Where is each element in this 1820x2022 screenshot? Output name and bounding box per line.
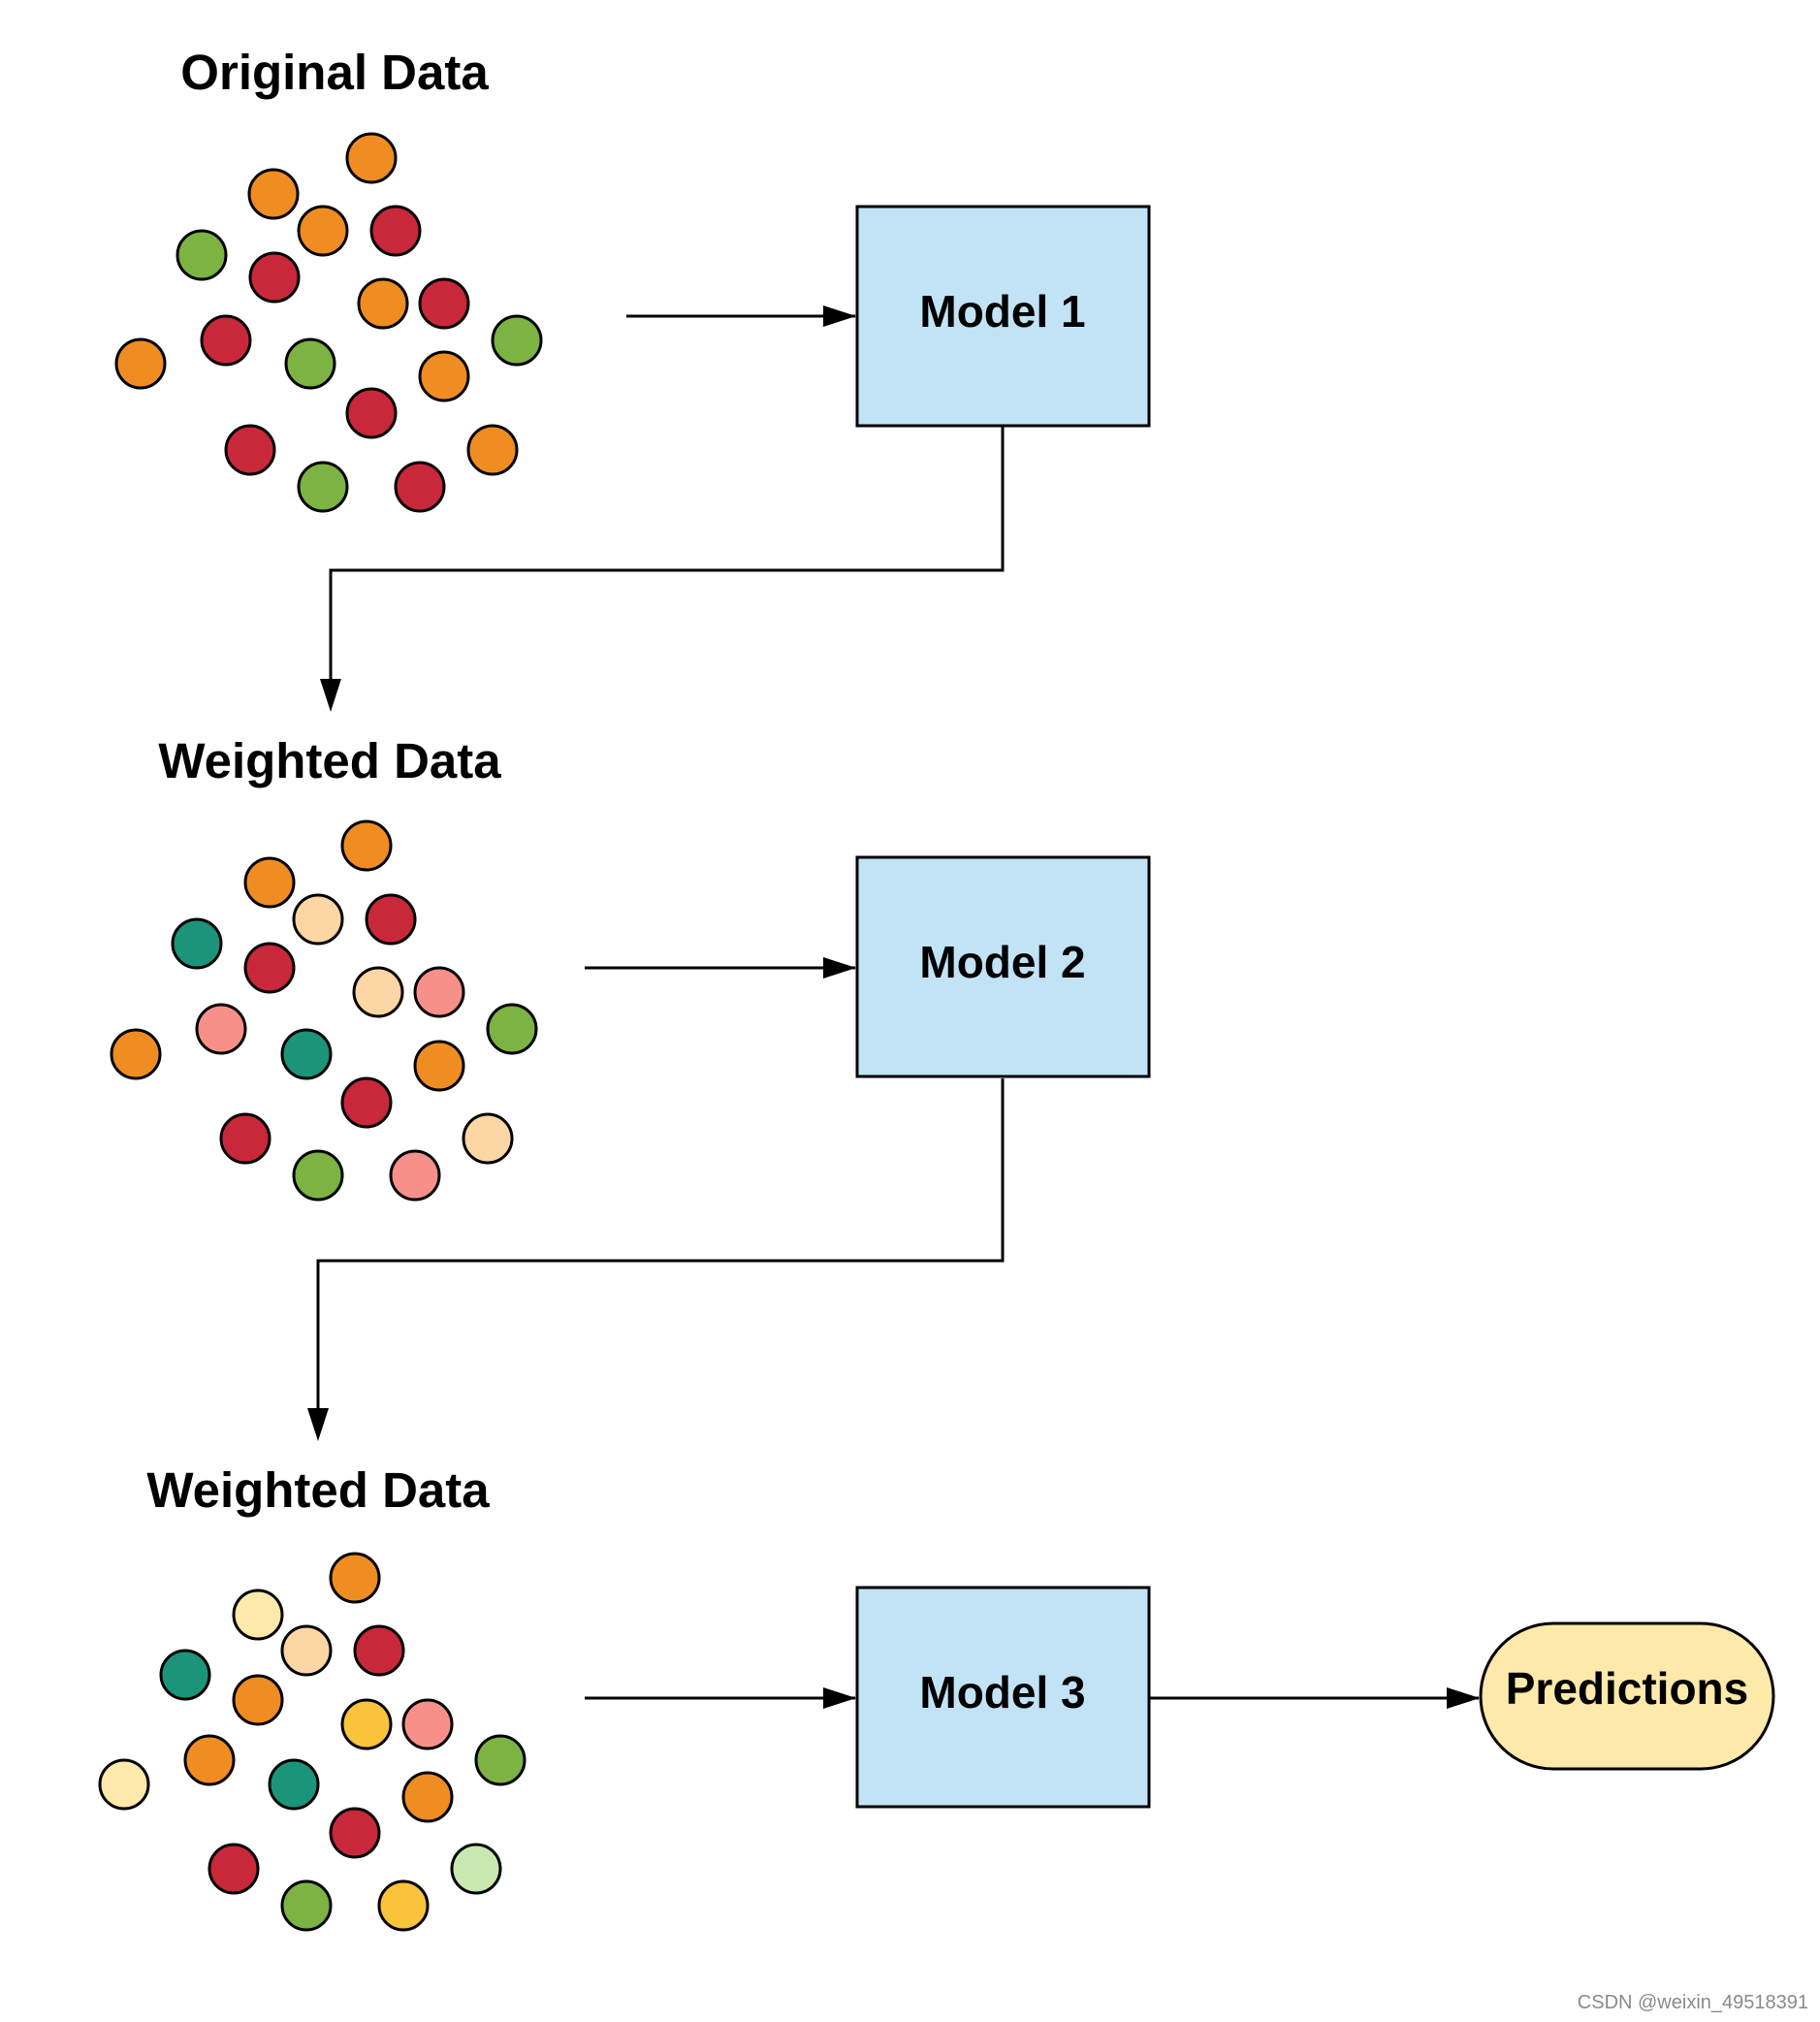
- data-point-teal: [280, 1028, 333, 1080]
- data-point-red: [208, 1843, 260, 1895]
- dot-cluster-weighted-2: [98, 1552, 527, 1932]
- data-point-teal: [268, 1758, 320, 1811]
- data-point-cream: [232, 1589, 284, 1641]
- data-point-red: [200, 314, 252, 367]
- data-point-red: [243, 942, 296, 994]
- data-point-peach: [280, 1624, 333, 1677]
- data-point-orange: [345, 132, 398, 184]
- data-point-green: [280, 1879, 333, 1932]
- data-point-salmon: [413, 966, 465, 1018]
- connector-model-2-to-weighted-data: [316, 1078, 1005, 1414]
- model-1-box: [855, 205, 1151, 428]
- dot-cluster-weighted-1: [110, 819, 538, 1202]
- data-point-red: [248, 251, 301, 304]
- data-point-peach: [462, 1112, 514, 1165]
- data-point-red: [365, 893, 417, 946]
- section-title-weighted-1: Weighted Data: [158, 733, 501, 788]
- watermark-text: CSDN @weixin_49518391: [1577, 1992, 1808, 2013]
- data-point-lightgreen: [450, 1843, 502, 1895]
- data-point-teal: [159, 1649, 211, 1701]
- data-point-salmon: [195, 1003, 247, 1055]
- connector-model-1-to-weighted-data: [329, 426, 1005, 685]
- data-point-peach: [352, 966, 404, 1018]
- arrowhead-down-1: [320, 679, 341, 712]
- predictions-box: [1479, 1621, 1775, 1771]
- model-2-label: Model 2: [919, 937, 1085, 987]
- data-point-red: [224, 424, 276, 476]
- arrowhead-down-2: [307, 1408, 329, 1441]
- data-point-orange: [114, 337, 167, 390]
- data-point-orange: [297, 205, 349, 257]
- data-point-orange: [466, 424, 519, 476]
- data-point-green: [297, 461, 349, 513]
- data-point-red: [345, 387, 398, 439]
- data-point-orange: [110, 1028, 162, 1080]
- data-point-green: [491, 314, 543, 367]
- model-3-label: Model 3: [919, 1667, 1085, 1717]
- model-3-box: [855, 1586, 1151, 1809]
- data-point-green: [284, 337, 336, 390]
- data-point-orange: [413, 1040, 465, 1092]
- predictions-label: Predictions: [1506, 1663, 1749, 1714]
- data-point-orange: [183, 1734, 236, 1786]
- data-point-green: [176, 229, 228, 281]
- data-point-teal: [171, 917, 223, 970]
- data-point-orange: [357, 277, 409, 330]
- data-point-green: [474, 1734, 527, 1786]
- model-2-box: [855, 855, 1151, 1078]
- data-point-peach: [292, 893, 344, 946]
- data-point-green: [486, 1003, 538, 1055]
- data-point-salmon: [401, 1698, 454, 1750]
- section-title-original: Original Data: [180, 45, 489, 100]
- data-point-cream: [98, 1758, 150, 1811]
- data-point-yellow: [340, 1698, 393, 1750]
- data-point-orange: [401, 1771, 454, 1823]
- data-point-red: [353, 1624, 405, 1677]
- data-point-salmon: [389, 1149, 441, 1202]
- data-point-orange: [243, 856, 296, 909]
- data-point-orange: [232, 1674, 284, 1726]
- data-point-red: [340, 1076, 393, 1129]
- data-point-red: [219, 1112, 271, 1165]
- data-point-orange: [340, 819, 393, 872]
- data-point-red: [329, 1807, 381, 1859]
- data-point-red: [394, 461, 446, 513]
- data-point-green: [292, 1149, 344, 1202]
- model-1-label: Model 1: [919, 286, 1085, 337]
- section-title-weighted-2: Weighted Data: [146, 1462, 490, 1518]
- dot-cluster-original: [114, 132, 543, 513]
- data-point-red: [369, 205, 422, 257]
- data-point-red: [418, 277, 470, 330]
- data-point-yellow: [377, 1879, 430, 1932]
- data-point-orange: [329, 1552, 381, 1604]
- data-point-orange: [418, 350, 470, 402]
- data-point-orange: [247, 168, 300, 220]
